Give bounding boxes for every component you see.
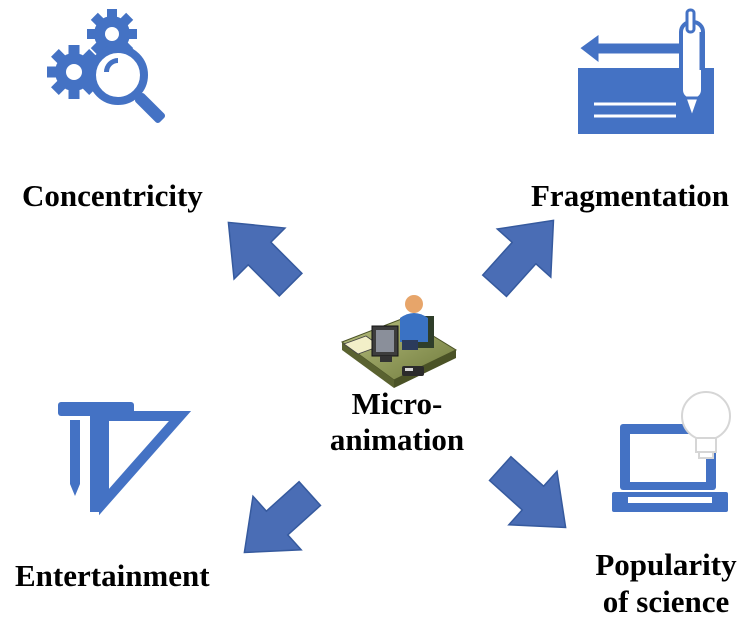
- entertainment-label: Entertainment: [15, 558, 210, 593]
- drafting-tools-icon: [58, 402, 192, 516]
- gears-magnifier-icon: [47, 9, 166, 124]
- popularity-label: Popularity of science: [583, 546, 749, 620]
- fragmentation-label: Fragmentation: [531, 178, 730, 213]
- popularity-label-line2: of science: [602, 584, 730, 620]
- arrow-to-fragmentation: [481, 219, 555, 298]
- pen-document-arrow-icon: [575, 8, 714, 134]
- arrow-to-popularity: [488, 455, 567, 529]
- laptop-lightbulb-icon: [612, 391, 731, 512]
- arrow-to-entertainment: [243, 480, 322, 554]
- popularity-label-line1: Popularity: [595, 547, 737, 582]
- concentricity-label: Concentricity: [22, 178, 203, 213]
- center-label: Micro- animation: [312, 386, 482, 457]
- person-at-computer-icon: [340, 295, 458, 388]
- center-label-line2: animation: [329, 421, 465, 457]
- arrow-to-concentricity: [227, 221, 304, 298]
- center-label-line1: Micro-: [351, 386, 443, 421]
